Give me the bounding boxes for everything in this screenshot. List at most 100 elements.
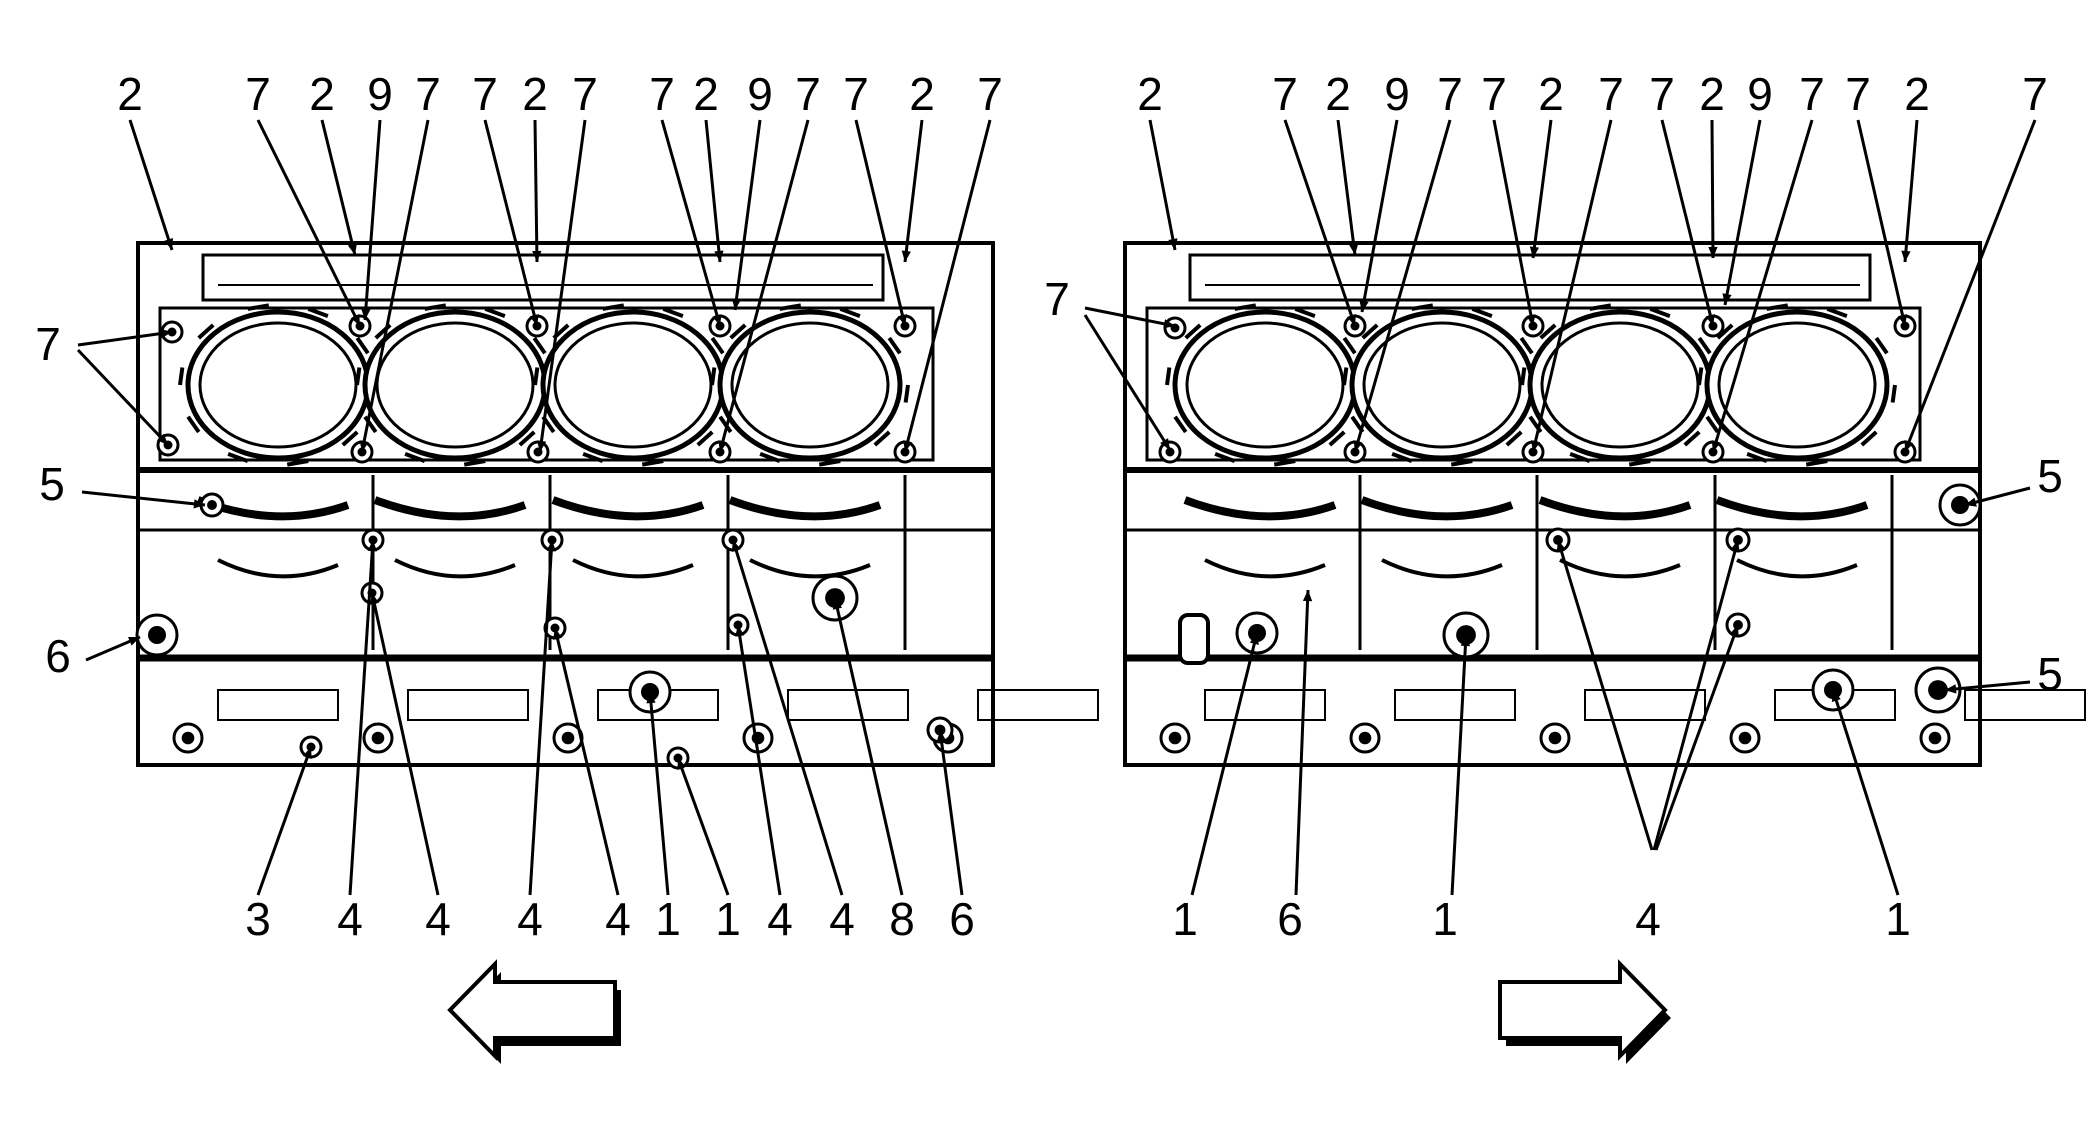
leader-line — [704, 119, 724, 263]
coolant-slot — [1234, 303, 1257, 311]
direction-arrow-left — [447, 959, 621, 1064]
valley-cover — [1188, 253, 1872, 302]
bottom-callout: 1 — [1885, 893, 1911, 945]
leader-line — [1083, 314, 1172, 451]
leader-line — [1856, 119, 1908, 327]
head-bolt-hole — [1158, 440, 1182, 464]
bottom-callout: 6 — [949, 893, 975, 945]
leader-line — [660, 119, 722, 327]
coolant-slot — [1697, 336, 1712, 355]
coolant-slot — [710, 367, 717, 386]
lower-boss — [172, 722, 204, 754]
top-callout: 7 — [1481, 68, 1507, 120]
bottom-callout: 4 — [517, 893, 543, 945]
coolant-slot — [341, 430, 359, 447]
leader-line — [1359, 119, 1399, 313]
coolant-slot — [1173, 415, 1188, 434]
leader-line — [1708, 119, 1718, 259]
coolant-slot — [602, 303, 625, 311]
coolant-slot — [718, 415, 733, 434]
coolant-slot — [1874, 336, 1889, 355]
coolant-slot — [1328, 430, 1346, 447]
leader-line — [369, 592, 440, 896]
leader-line — [731, 539, 844, 896]
leader-line — [532, 119, 542, 263]
coolant-slot — [1649, 307, 1671, 319]
coolant-slot — [532, 336, 547, 355]
leader-line — [1492, 119, 1536, 327]
jacket-rib — [1204, 558, 1326, 579]
bottom-callout: 4 — [767, 893, 793, 945]
coolant-slot — [1294, 307, 1316, 319]
leader-line — [1283, 119, 1357, 327]
lower-pocket — [1584, 689, 1706, 721]
cylinder-bore — [1520, 303, 1720, 467]
leader-line — [731, 119, 762, 311]
leader-line — [1450, 634, 1471, 896]
lower-boss — [1729, 722, 1761, 754]
side-callout: 5 — [39, 458, 65, 510]
lower-boss — [1159, 722, 1191, 754]
leader-line — [528, 539, 556, 896]
coolant-slot — [463, 459, 486, 467]
coolant-slot — [887, 336, 902, 355]
coolant-slot — [582, 451, 604, 463]
coolant-slot — [818, 459, 841, 467]
bottom-callout: 4 — [829, 893, 855, 945]
top-callout: 9 — [1384, 68, 1410, 120]
coolant-slot — [186, 415, 201, 434]
leader-line — [1903, 119, 2037, 453]
left-block-view — [135, 241, 1099, 1064]
leader-line — [646, 691, 670, 896]
coolant-slot — [1589, 303, 1612, 311]
jacket-rib — [373, 496, 527, 521]
leader-line — [76, 348, 170, 447]
top-callout: 2 — [1538, 68, 1564, 120]
top-callout: 2 — [1699, 68, 1725, 120]
coolant-slot — [227, 451, 249, 463]
coolant-slot — [533, 367, 540, 386]
top-callout: 7 — [245, 68, 271, 120]
leader-line — [85, 635, 141, 662]
leader-line — [348, 539, 377, 896]
callout-leaders — [76, 119, 2037, 896]
leader-line — [483, 119, 539, 327]
coolant-slot — [1746, 451, 1768, 463]
leader-line — [854, 119, 907, 327]
leader-line — [1722, 119, 1762, 306]
coolant-slot — [1361, 323, 1379, 340]
head-bolt-hole — [526, 440, 550, 464]
top-callout: 7 — [977, 68, 1003, 120]
leader-line — [676, 757, 730, 896]
bottom-callout: 1 — [715, 893, 741, 945]
deck-surface — [158, 306, 935, 462]
top-callout: 2 — [693, 68, 719, 120]
jacket-rib — [1360, 496, 1514, 521]
coolant-slot — [1697, 367, 1704, 386]
top-callout: 9 — [1747, 68, 1773, 120]
coolant-slot — [1520, 367, 1527, 386]
bottom-callout: 1 — [1172, 893, 1198, 945]
coolant-slot — [1505, 430, 1523, 447]
top-callout: 7 — [415, 68, 441, 120]
top-callout: 7 — [572, 68, 598, 120]
coolant-slot — [484, 307, 506, 319]
lower-pocket — [597, 689, 719, 721]
cylinder-bore — [1342, 303, 1542, 467]
direction-arrow-right — [1498, 959, 1671, 1064]
leader-line — [718, 119, 810, 453]
leader-line — [1944, 680, 2031, 694]
coolant-slot — [839, 307, 861, 319]
leader-line — [256, 746, 313, 896]
lower-pocket — [1394, 689, 1516, 721]
leader-line — [361, 119, 382, 321]
jacket-rib — [551, 496, 705, 521]
jacket-rib — [749, 558, 871, 579]
bottom-callout: 4 — [605, 893, 631, 945]
leader-line — [901, 119, 924, 263]
coolant-slot — [1391, 451, 1413, 463]
jacket-rib — [572, 558, 694, 579]
top-callout: 7 — [795, 68, 821, 120]
coolant-slot — [903, 384, 910, 403]
